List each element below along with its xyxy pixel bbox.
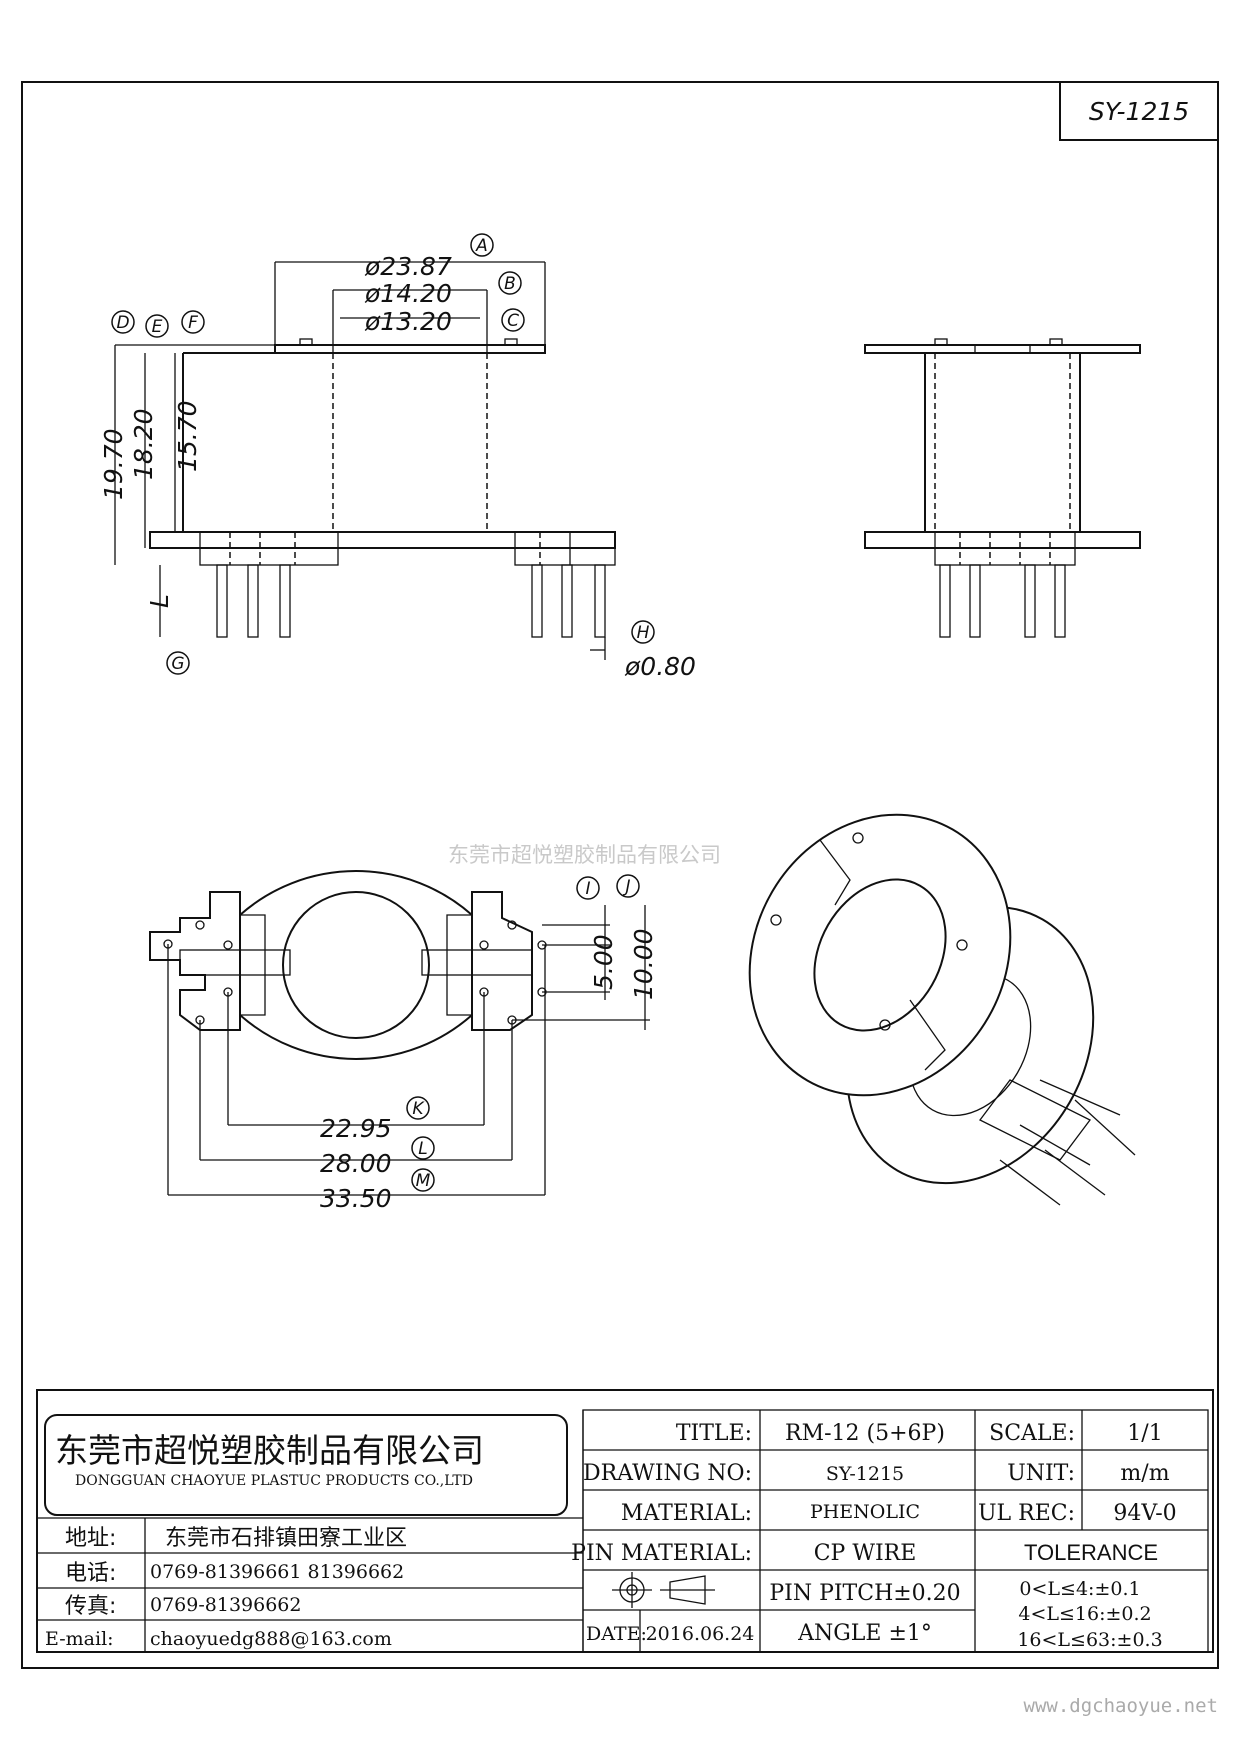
site-url: www.dgchaoyue.net [1024, 1695, 1218, 1717]
tolerance-3: 16<L≤63:±0.3 [1017, 1629, 1162, 1651]
dim-h-text: ø0.80 [624, 652, 696, 681]
dim-a-text: ø23.87 [364, 252, 452, 281]
callout-c: C [501, 308, 525, 332]
scale-value: 1/1 [1127, 1421, 1162, 1446]
front-view [149, 338, 616, 638]
title-value: RM-12 (5+6P) [785, 1421, 945, 1446]
unit-label: UNIT: [1007, 1461, 1075, 1486]
date-value: 2016.06.24 [646, 1623, 755, 1645]
callout-letter: J [622, 877, 630, 897]
pin-material-value: CP WIRE [814, 1541, 917, 1566]
part-number-box [1059, 81, 1219, 141]
dim-l2-text: 28.00 [320, 1149, 392, 1178]
dim-c-text: ø13.20 [364, 307, 452, 336]
dim-d-text: 19.70 [99, 428, 128, 500]
front-view-dims [114, 261, 606, 660]
callout-letter: B [504, 274, 516, 294]
dim-l-text: L [145, 594, 174, 608]
dim-f-text: 15.70 [173, 400, 202, 472]
callout-a: A [470, 233, 494, 257]
callout-letter: D [116, 313, 129, 333]
callout-e: E [145, 314, 169, 338]
sheet-border [21, 81, 1219, 1669]
material-label: MATERIAL: [621, 1501, 752, 1526]
callout-letter: L [418, 1139, 427, 1159]
callout-k: K [406, 1096, 430, 1120]
isometric-view [748, 813, 1136, 1206]
dim-j-text: 10.00 [629, 928, 658, 1000]
callout-letter: C [507, 311, 519, 331]
callout-letter: A [475, 236, 488, 256]
bottom-view-dims [167, 905, 650, 1196]
tolerance-label: TOLERANCE [1024, 1540, 1158, 1565]
callout-letter: M [416, 1171, 431, 1191]
callout-letter: G [171, 654, 184, 674]
ul-value: 94V-0 [1113, 1501, 1176, 1526]
angle-value: ANGLE ±1° [797, 1621, 932, 1646]
material-value: PHENOLIC [810, 1501, 920, 1523]
callout-b: B [498, 271, 522, 295]
title-block [36, 1389, 1214, 1653]
address-label: 地址: [65, 1526, 116, 1551]
callout-f: F [181, 310, 205, 334]
dim-e-text: 18.20 [129, 408, 158, 480]
tel-label: 电话: [65, 1561, 116, 1586]
bottom-view [149, 870, 547, 1060]
callout-letter: I [585, 879, 590, 899]
callout-m: M [411, 1168, 435, 1192]
dim-m-text: 33.50 [320, 1184, 392, 1213]
callout-h: H [631, 620, 655, 644]
callout-letter: H [637, 623, 650, 643]
dim-b-text: ø14.20 [364, 279, 452, 308]
tolerance-2: 4<L≤16:±0.2 [1018, 1603, 1151, 1625]
callout-letter: K [412, 1099, 425, 1119]
drawing-no-label: DRAWING NO: [583, 1461, 752, 1486]
date-label: DATE: [586, 1623, 647, 1645]
fax-value: 0769-81396662 [150, 1594, 301, 1616]
dim-k-text: 22.95 [320, 1114, 392, 1143]
title-label: TITLE: [676, 1421, 752, 1446]
unit-value: m/m [1120, 1461, 1169, 1486]
callout-j: J [616, 874, 640, 898]
tel-value: 0769-81396661 81396662 [150, 1561, 404, 1583]
callout-l: L [411, 1136, 435, 1160]
pin-pitch-value: PIN PITCH±0.20 [769, 1581, 960, 1606]
tolerance-1: 0<L≤4:±0.1 [1019, 1578, 1140, 1600]
fax-label: 传真: [65, 1594, 116, 1619]
callout-d: D [111, 310, 135, 334]
ul-label: UL REC: [978, 1501, 1075, 1526]
part-number: SY-1215 [1089, 97, 1189, 126]
email-value: chaoyuedg888@163.com [150, 1628, 392, 1650]
callout-g: G [166, 651, 190, 675]
drawing-no-value: SY-1215 [826, 1463, 904, 1485]
email-label: E-mail: [45, 1628, 114, 1650]
side-view [864, 338, 1141, 638]
callout-letter: E [152, 317, 163, 337]
address-value: 东莞市石排镇田寮工业区 [165, 1526, 407, 1551]
dim-i-text: 5.00 [589, 934, 618, 990]
watermark-text: 东莞市超悦塑胶制品有限公司 [448, 843, 721, 867]
company-name-cn: 东莞市超悦塑胶制品有限公司 [55, 1431, 484, 1470]
scale-label: SCALE: [989, 1421, 1075, 1446]
callout-i: I [576, 876, 600, 900]
pin-material-label: PIN MATERIAL: [571, 1541, 752, 1566]
callout-letter: F [188, 313, 198, 333]
company-name-en: DONGGUAN CHAOYUE PLASTUC PRODUCTS CO.,LT… [75, 1473, 473, 1489]
